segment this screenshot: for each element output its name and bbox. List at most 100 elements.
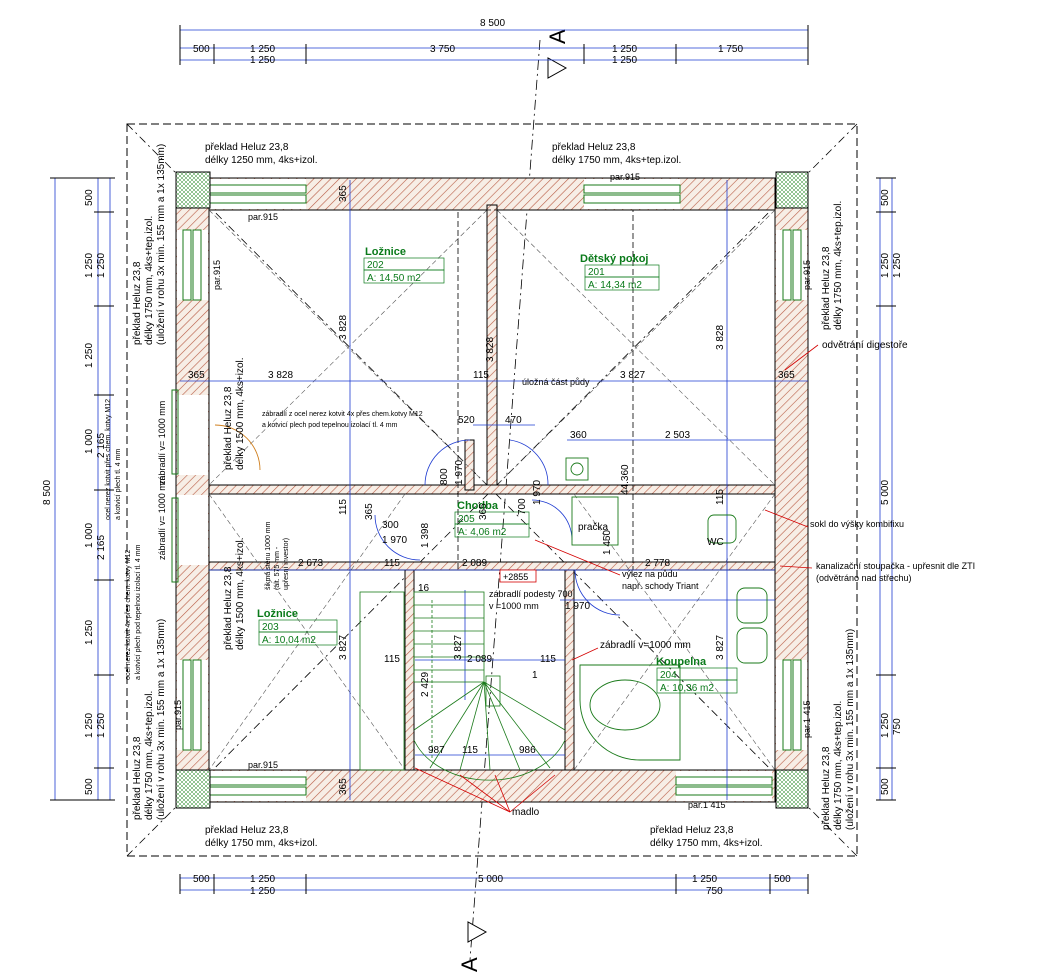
section-line (469, 39, 541, 961)
bathroom-fixtures (565, 457, 768, 761)
svg-text:délky 1750 mm, 4ks+tep.izol.: délky 1750 mm, 4ks+tep.izol. (144, 216, 155, 345)
svg-text:WC: WC (707, 537, 724, 548)
dim-top-sub: 1 250 (250, 55, 275, 66)
svg-text:ocel nerez kotvit 4x přes chem: ocel nerez kotvit 4x přes chem. kotvy M1… (125, 550, 132, 680)
svg-text:překlad Heluz 23,8: překlad Heluz 23,8 (821, 746, 832, 830)
svg-text:délky 1750 mm, 4ks+izol.: délky 1750 mm, 4ks+izol. (205, 838, 318, 849)
section-arrow-top (547, 57, 568, 79)
svg-text:par.915: par.915 (173, 700, 183, 730)
svg-text:A: 10,36 m2: A: 10,36 m2 (660, 683, 714, 694)
svg-text:překlad Heluz 23,8: překlad Heluz 23,8 (223, 386, 234, 470)
svg-text:překlad Heluz 23,8: překlad Heluz 23,8 (223, 566, 234, 650)
svg-text:202: 202 (367, 260, 384, 271)
svg-text:115: 115 (384, 558, 400, 569)
svg-text:1 250: 1 250 (84, 620, 95, 645)
svg-text:1 970: 1 970 (565, 601, 590, 612)
svg-text:(alt. 575 mm -: (alt. 575 mm - (274, 546, 281, 590)
svg-text:2 165: 2 165 (96, 433, 107, 458)
annotation-notes: odvětrání digestoře úložná část půdy sok… (105, 340, 975, 818)
corner-insulation (175, 171, 809, 809)
svg-text:201: 201 (588, 267, 605, 278)
svg-text:(odvětráno nad střechu): (odvětráno nad střechu) (816, 573, 912, 583)
svg-text:délky 1750 mm, 4ks+tep.izol.: délky 1750 mm, 4ks+tep.izol. (144, 691, 155, 820)
svg-text:délky 1750 mm, 4ks+tep.izol.: délky 1750 mm, 4ks+tep.izol. (833, 701, 844, 830)
roof-outline (126, 123, 858, 857)
svg-text:par.915: par.915 (248, 212, 278, 222)
svg-text:délky 1500 mm, 4ks+izol.: délky 1500 mm, 4ks+izol. (235, 537, 246, 650)
svg-text:1 250: 1 250 (96, 253, 107, 278)
svg-text:115: 115 (462, 745, 478, 756)
svg-text:1 398: 1 398 (420, 523, 431, 548)
room-label: Chodba 205 A: 4,06 m2 (454, 500, 530, 538)
lintel-note-right-upper: překlad Heluz 23,8 délky 1750 mm, 4ks+te… (821, 201, 844, 330)
svg-text:par.1 415: par.1 415 (802, 700, 812, 738)
svg-text:a kotvicí plech tl. 4 mm: a kotvicí plech tl. 4 mm (115, 449, 122, 520)
svg-text:A: 14,34 m2: A: 14,34 m2 (588, 280, 642, 291)
svg-text:115: 115 (715, 489, 726, 505)
chimney (565, 457, 589, 481)
svg-text:délky 1250 mm, 4ks+izol.: délky 1250 mm, 4ks+izol. (205, 155, 318, 166)
washing-machine (571, 496, 619, 546)
svg-text:1 250: 1 250 (96, 713, 107, 738)
svg-text:v =1000 mm: v =1000 mm (489, 601, 539, 611)
svg-text:1: 1 (532, 670, 538, 681)
dim-bottom-seg: 500 (774, 874, 791, 885)
svg-text:365: 365 (188, 370, 205, 381)
svg-text:překlad Heluz 23,8: překlad Heluz 23,8 (205, 825, 289, 836)
svg-text:1 000: 1 000 (84, 523, 95, 548)
svg-text:A: 14,50 m2: A: 14,50 m2 (367, 273, 421, 284)
svg-text:Koupelna: Koupelna (656, 656, 707, 668)
svg-text:365: 365 (478, 503, 489, 520)
svg-text:např. schody Triant: např. schody Triant (622, 581, 699, 591)
svg-text:1 250: 1 250 (84, 713, 95, 738)
staircase (413, 591, 566, 781)
svg-text:44.360: 44.360 (620, 464, 631, 495)
svg-text:1 250: 1 250 (892, 253, 903, 278)
svg-text:204: 204 (660, 670, 677, 681)
svg-text:500: 500 (84, 189, 95, 206)
svg-text:překlad Heluz 23,8: překlad Heluz 23,8 (205, 142, 289, 153)
svg-text:překlad Heluz 23,8: překlad Heluz 23,8 (821, 246, 832, 330)
svg-text:3 827: 3 827 (620, 370, 645, 381)
svg-text:3 827: 3 827 (715, 635, 726, 660)
svg-text:sokl do výšky kombifixu: sokl do výšky kombifixu (810, 519, 904, 529)
room-label: Ložnice 203 A: 10,04 m2 (257, 608, 338, 646)
lintel-note-right-lower: překlad Heluz 23,8 délky 1750 mm, 4ks+te… (821, 629, 856, 830)
svg-text:2 089: 2 089 (467, 654, 492, 665)
svg-text:par.915: par.915 (610, 172, 640, 182)
svg-text:šikmá stěnu 1000 mm: šikmá stěnu 1000 mm (265, 521, 272, 590)
svg-text:1 250: 1 250 (880, 253, 891, 278)
lintel-note-bottom-right: překlad Heluz 23,8 délky 1750 mm, 4ks+iz… (650, 825, 763, 849)
svg-text:470: 470 (505, 415, 522, 426)
parapet-labels: par.915 par.915 par.915 par.915 par.915 … (173, 172, 812, 810)
dim-top-total: 8 500 (480, 18, 505, 29)
dim-left-segments: 500 1 250 1 250 1 000 1 000 1 250 1 250 … (84, 189, 107, 795)
svg-text:kanalizační stoupačka - upřesn: kanalizační stoupačka - upřesnit dle ZTI (816, 561, 975, 571)
level-value: +2855 (503, 572, 528, 582)
svg-text:(uložení v rohu 3x min. 155 mm: (uložení v rohu 3x min. 155 mm a 1x 135m… (845, 629, 856, 830)
door-swings (374, 439, 621, 616)
svg-text:500: 500 (84, 778, 95, 795)
svg-text:madlo: madlo (512, 807, 540, 818)
interior-dimension-text: 3 828 3 827 365 365 115 3 828 3 828 3 82… (188, 185, 795, 795)
svg-text:zábradlí v=1000 mm: zábradlí v=1000 mm (600, 640, 691, 651)
svg-text:360: 360 (570, 430, 587, 441)
svg-text:A: 10,04 m2: A: 10,04 m2 (262, 635, 316, 646)
dimension-ticks (50, 25, 896, 894)
dim-right-segments: 500 1 250 5 000 1 250 500 1 250 750 (880, 189, 903, 795)
svg-text:Ložnice: Ložnice (257, 608, 298, 620)
exterior-dimension-lines (54, 29, 893, 891)
dim-bottom-seg: 5 000 (478, 874, 503, 885)
svg-text:2 503: 2 503 (665, 430, 690, 441)
svg-text:2 673: 2 673 (298, 558, 323, 569)
svg-text:205: 205 (458, 514, 475, 525)
svg-text:2 778: 2 778 (645, 558, 670, 569)
svg-text:par.915: par.915 (248, 760, 278, 770)
svg-text:zábradlí v= 1000 mm: zábradlí v= 1000 mm (157, 476, 167, 560)
svg-text:překlad Heluz 23,8: překlad Heluz 23,8 (132, 736, 143, 820)
dim-top-seg: 3 750 (430, 44, 455, 55)
svg-text:A: 4,06 m2: A: 4,06 m2 (458, 527, 507, 538)
lintel-note-bottom-left: překlad Heluz 23,8 délky 1750 mm, 4ks+iz… (205, 825, 318, 849)
svg-text:203: 203 (262, 622, 279, 633)
